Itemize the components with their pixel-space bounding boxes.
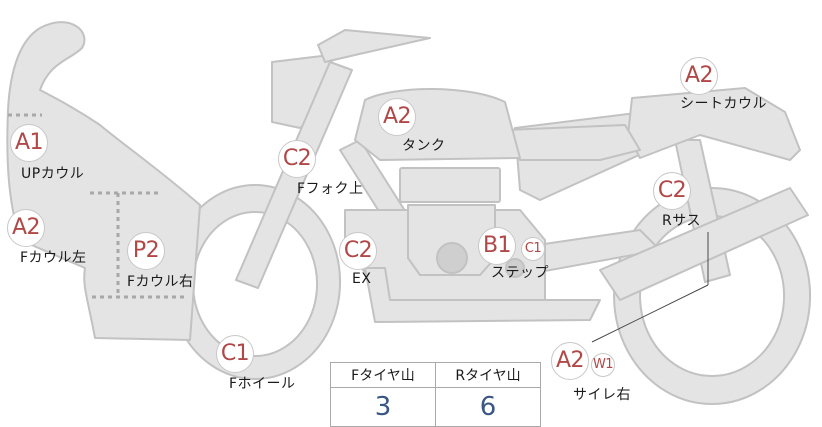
- rear-tire-header: Rタイヤ山: [435, 362, 541, 388]
- step-sub-grade-badge: C1: [521, 237, 545, 261]
- up-cowl-grade-badge: A1: [10, 124, 48, 162]
- front-tire-value: 3: [330, 387, 436, 427]
- rear-tire-value: 6: [435, 387, 541, 427]
- tank-grade-badge: A2: [378, 98, 416, 136]
- tire-tread-table: Fタイヤ山 Rタイヤ山 3 6: [330, 362, 541, 427]
- f-wheel-grade-badge: C1: [216, 335, 254, 373]
- silencer-right-label: サイレ右: [573, 387, 631, 403]
- tank-label: タンク: [402, 138, 446, 154]
- f-cowl-left-grade-badge: A2: [7, 209, 45, 247]
- step-label: ステップ: [491, 265, 549, 281]
- step-dot: [505, 258, 525, 278]
- exhaust-grade-badge: C2: [339, 232, 377, 270]
- seat-cowl-label: シートカウル: [680, 96, 767, 112]
- silencer-right-sub-grade-badge: W1: [591, 353, 615, 377]
- seat: [504, 124, 641, 161]
- f-fork-upper-grade-badge: C2: [278, 140, 316, 178]
- f-wheel-label: Fホイール: [229, 376, 296, 392]
- up-cowl-label: UPカウル: [21, 166, 85, 182]
- engine-case: [407, 204, 496, 276]
- silencer-shape: [599, 187, 809, 301]
- seat-cowl-grade-badge: A2: [680, 57, 718, 95]
- tread-value-row: 3 6: [330, 387, 541, 427]
- tread-header-row: Fタイヤ山 Rタイヤ山: [330, 362, 541, 388]
- silencer-right-grade-badge: A2: [551, 342, 589, 380]
- f-cowl-right-grade-badge: P2: [127, 232, 165, 270]
- f-cowl-left-label: Fカウル左: [20, 250, 87, 266]
- r-suspension-label: Rサス: [662, 213, 701, 229]
- exhaust-label: EX: [352, 271, 372, 287]
- silencer-leader: [591, 284, 709, 343]
- r-suspension-grade-badge: C2: [653, 172, 691, 210]
- exhaust-pipe: [364, 267, 601, 323]
- step-grade-badge: B1: [478, 227, 516, 265]
- handlebar: [317, 29, 431, 63]
- f-fork-upper-label: Fフォク上: [297, 181, 364, 197]
- engine-block: [399, 167, 501, 203]
- engine-dot: [436, 242, 468, 274]
- front-tire-header: Fタイヤ山: [330, 362, 436, 388]
- f-cowl-right-label: Fカウル右: [127, 274, 194, 290]
